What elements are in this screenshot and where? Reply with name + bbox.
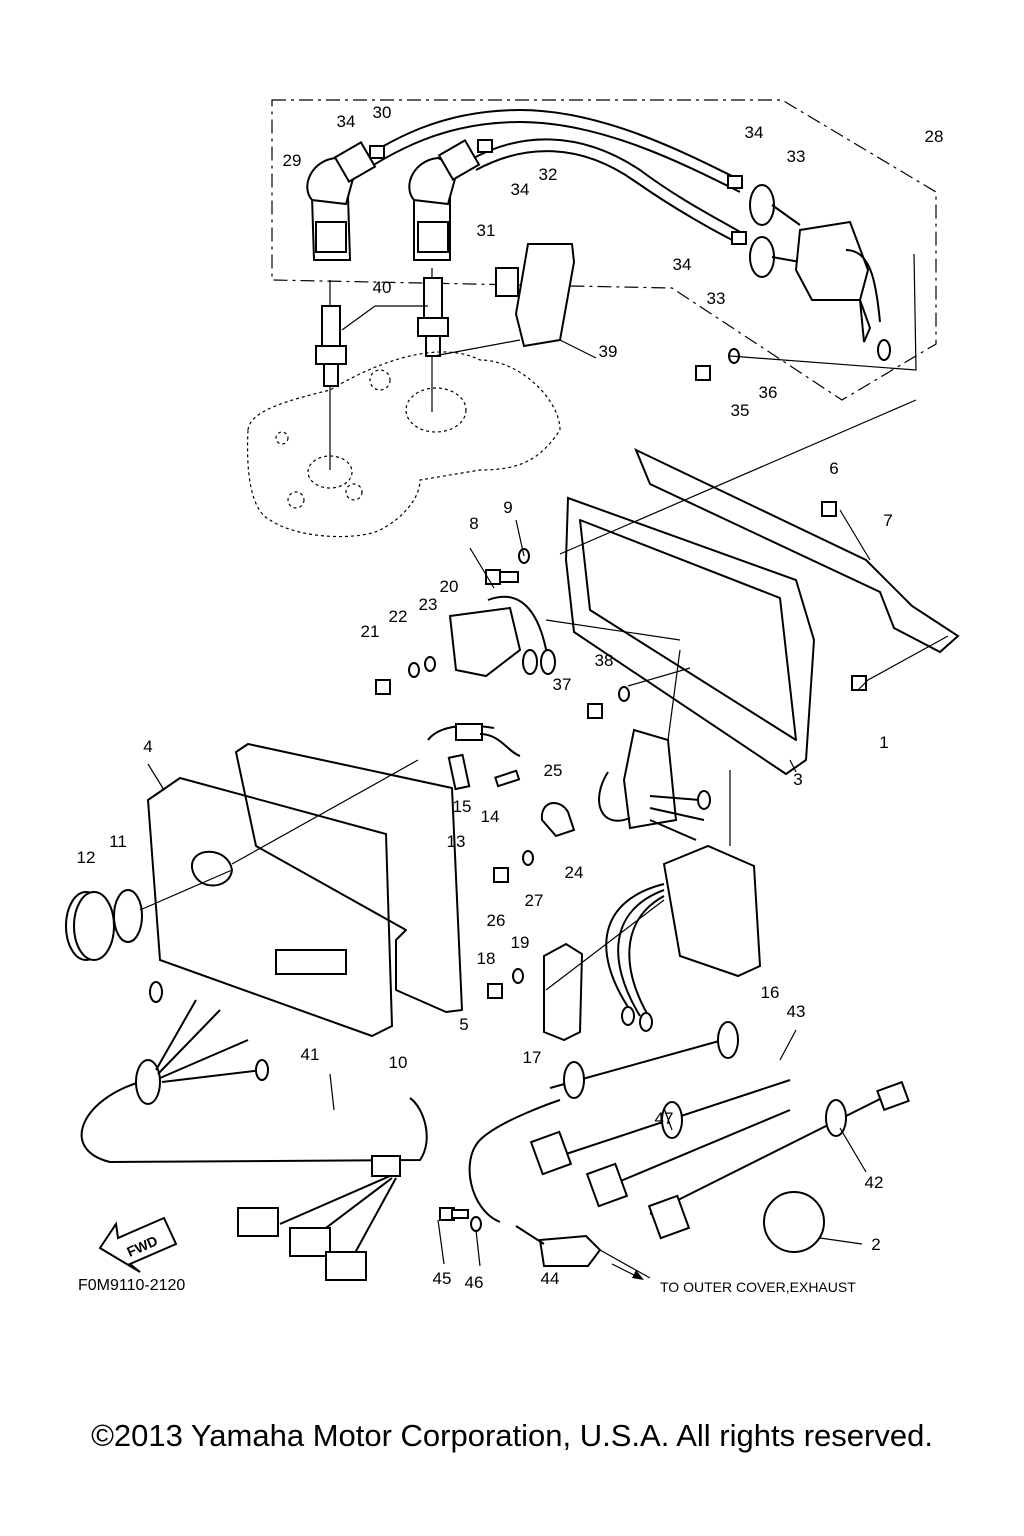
clamp-25: [540, 802, 576, 838]
callout-6: 6: [829, 459, 838, 478]
callout-1: 1: [879, 733, 888, 752]
callout-17: 17: [523, 1048, 542, 1067]
callout-19: 19: [511, 933, 530, 952]
callout-34: 34: [673, 255, 692, 274]
callout-31: 31: [477, 221, 496, 240]
relay-24: [598, 728, 711, 841]
callout-16: 16: [761, 983, 780, 1002]
callout-39: 39: [599, 342, 618, 361]
wire-harness-41: [80, 981, 428, 1281]
callout-13: 13: [447, 832, 466, 851]
plug-cap-31: [408, 139, 481, 261]
callout-41: 41: [301, 1045, 320, 1064]
drawing-code: F0M9110-2120: [78, 1277, 185, 1294]
plug-cap-29: [306, 141, 377, 261]
high-tension-cord-32: [469, 138, 741, 245]
callout-33: 33: [787, 147, 806, 166]
callout-29: 29: [283, 151, 302, 170]
callout-20: 20: [440, 577, 459, 596]
copyright-notice: ©2013 Yamaha Motor Corporation, U.S.A. A…: [91, 1418, 933, 1453]
bracket-7: [634, 447, 960, 654]
callout-9: 9: [503, 498, 512, 517]
washer-46: [470, 1216, 482, 1232]
callout-3: 3: [793, 770, 802, 789]
seal-11: [113, 889, 143, 943]
callout-22: 22: [389, 607, 408, 626]
callout-27: 27: [525, 891, 544, 910]
part-callouts: 1234567891011121314151617181920212223242…: [77, 103, 944, 1292]
cdi-unit-16: [605, 844, 762, 1032]
plate-17: [543, 942, 584, 1042]
exhaust-arrowhead: [632, 1270, 644, 1280]
starter-cables: [529, 1021, 910, 1240]
callout-8: 8: [469, 514, 478, 533]
callout-37: 37: [553, 675, 572, 694]
electrical-box-cover-4: [146, 776, 394, 1038]
callout-7: 7: [883, 511, 892, 530]
exhaust-note: TO OUTER COVER,EXHAUST: [660, 1279, 856, 1295]
callout-5: 5: [459, 1015, 468, 1034]
callout-47: 47: [655, 1109, 674, 1128]
callout-15: 15: [453, 797, 472, 816]
cover-cap-12: [65, 891, 115, 961]
callout-35: 35: [731, 401, 750, 420]
callout-46: 46: [465, 1273, 484, 1292]
callout-38: 38: [595, 651, 614, 670]
callout-23: 23: [419, 595, 438, 614]
callout-43: 43: [787, 1002, 806, 1021]
callout-33: 33: [707, 289, 726, 308]
callout-21: 21: [361, 622, 380, 641]
callout-28: 28: [925, 127, 944, 146]
cylinder-head: [246, 351, 561, 538]
fwd-arrow: FWD: [98, 1216, 178, 1273]
callout-34: 34: [745, 123, 764, 142]
bolt-45: [439, 1207, 469, 1221]
callout-34: 34: [511, 180, 530, 199]
callout-14: 14: [481, 807, 500, 826]
bracket-39: [495, 243, 576, 348]
coil-group-boundary: [271, 99, 937, 401]
callout-36: 36: [759, 383, 778, 402]
high-tension-cord-30: [344, 109, 741, 193]
rectifier-regulator: [448, 595, 556, 678]
cord-clamps-34: [369, 139, 747, 245]
callout-44: 44: [541, 1269, 560, 1288]
callout-40: 40: [373, 278, 392, 297]
callout-10: 10: [389, 1053, 408, 1072]
callout-18: 18: [477, 949, 496, 968]
callout-32: 32: [539, 165, 558, 184]
callout-4: 4: [143, 737, 152, 756]
spark-plug-right: [417, 277, 449, 357]
callout-25: 25: [544, 761, 563, 780]
callout-11: 11: [109, 832, 127, 851]
electrical-box-3: [564, 496, 816, 776]
gasket-5: [235, 743, 463, 1013]
callout-30: 30: [373, 103, 392, 122]
callout-42: 42: [865, 1173, 884, 1192]
fuse-holder-13: [427, 723, 521, 791]
callout-2: 2: [871, 1235, 880, 1254]
ignition-coil: [749, 184, 891, 361]
connector-44: [468, 1099, 602, 1267]
callout-24: 24: [565, 863, 584, 882]
spark-plug-left: [315, 305, 347, 387]
callout-26: 26: [487, 911, 506, 930]
callout-45: 45: [433, 1269, 452, 1288]
callout-12: 12: [77, 848, 96, 867]
callout-34: 34: [337, 112, 356, 131]
band-2: [763, 1191, 825, 1253]
leader-lines: [139, 253, 949, 1279]
